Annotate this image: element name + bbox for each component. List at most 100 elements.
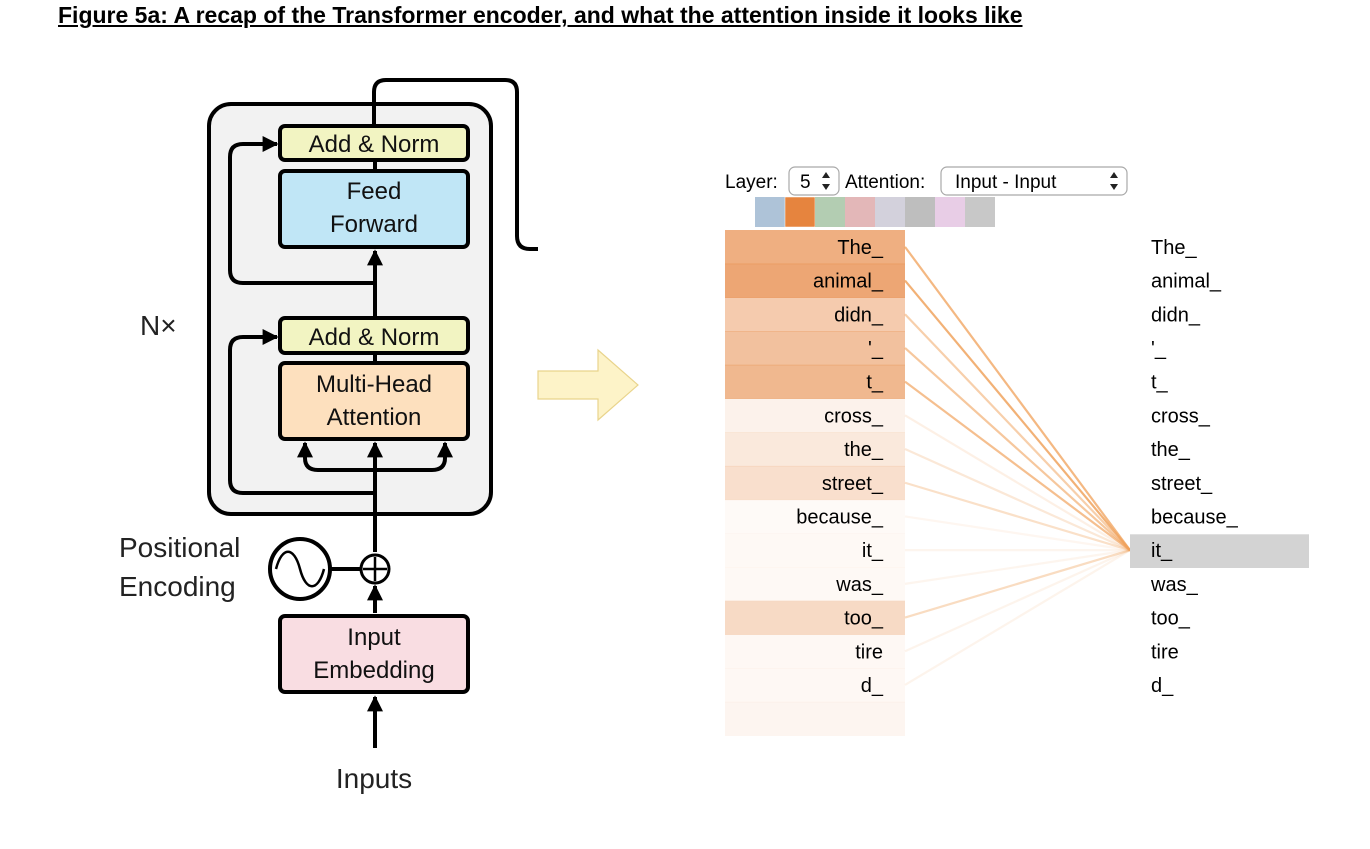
sine-wave-icon (268, 537, 332, 601)
left-token[interactable]: The_ (837, 237, 883, 259)
attention-head-swatch-1[interactable] (755, 197, 785, 227)
left-token[interactable]: didn_ (834, 304, 884, 326)
attention-type-select[interactable]: Input - Input (940, 166, 1128, 196)
residual-attention (228, 329, 375, 495)
input-embedding-box (278, 614, 470, 694)
attention-head-swatch-6[interactable] (905, 197, 935, 227)
token-weight-cell (725, 533, 905, 568)
attention-edge (904, 380, 1131, 552)
feed-forward-box (278, 169, 470, 249)
left-token[interactable]: was_ (835, 574, 884, 596)
layer-select-value: 5 (800, 172, 811, 193)
positional-encoding-label-line2: Encoding (119, 571, 236, 602)
attention-edge (904, 279, 1131, 551)
token-weight-cell (725, 297, 905, 332)
figure-title: Figure 5a: A recap of the Transformer en… (58, 2, 1023, 28)
token-weight-cell (725, 398, 905, 433)
left-token[interactable]: animal_ (813, 271, 884, 293)
multi-head-attention-box (278, 361, 470, 441)
left-token[interactable]: tire (855, 641, 883, 663)
attention-head-swatch-5[interactable] (875, 197, 905, 227)
left-token[interactable]: d_ (861, 675, 884, 697)
nx-label: N× (140, 310, 177, 341)
attention-head-swatch-8[interactable] (965, 197, 995, 227)
attention-head-swatch-4[interactable] (845, 197, 875, 227)
attention-fan-right (375, 441, 453, 472)
attention-edge (904, 246, 1131, 551)
left-token-column: The_ animal_ didn_ '_ t_ cross_ the_ street_bec… (796, 237, 884, 697)
attention-type-select-value: Input - Input (955, 172, 1057, 193)
selected-token-highlight (1130, 534, 1309, 568)
right-token[interactable]: animal_ (1151, 271, 1222, 293)
layer-label: Layer: (725, 172, 778, 193)
layer-select[interactable]: 5 (788, 166, 840, 196)
left-token[interactable]: '_ (868, 338, 884, 360)
attention-type-select-spinner-icon (1110, 172, 1118, 190)
attention-head-swatch-7[interactable] (935, 197, 965, 227)
right-token[interactable]: it_ (1151, 540, 1173, 562)
token-weight-cell (725, 668, 905, 703)
feed-forward-label-line2: Forward (330, 211, 418, 238)
left-token[interactable]: too_ (844, 608, 884, 630)
right-token[interactable]: tire (1151, 641, 1179, 663)
add-norm-bottom-box (278, 316, 470, 355)
right-token[interactable]: t_ (1151, 372, 1169, 394)
multi-head-attention-label-line2: Attention (327, 404, 422, 431)
transition-arrow-icon (537, 348, 639, 422)
attention-edge (904, 549, 1131, 653)
transformer-encoder-diagram: Add & Norm Feed Forward Add & Norm Multi… (119, 78, 538, 794)
left-token-weight-column (725, 230, 905, 736)
attention-edge (904, 481, 1131, 552)
attention-head-swatch-3[interactable] (815, 197, 845, 227)
multi-head-attention-label-line1: Multi-Head (316, 371, 432, 398)
right-token[interactable]: because_ (1151, 506, 1239, 528)
right-token[interactable]: didn_ (1151, 304, 1201, 326)
token-weight-cell (725, 567, 905, 602)
left-token[interactable]: t_ (866, 372, 884, 394)
left-token[interactable]: it_ (862, 540, 884, 562)
attention-head-swatches (755, 196, 995, 228)
inputs-label: Inputs (336, 763, 412, 794)
right-token[interactable]: '_ (1151, 338, 1167, 360)
token-weight-cell (725, 331, 905, 366)
token-weight-cell (725, 432, 905, 467)
attention-fan-left (297, 441, 375, 472)
right-token-column: The_ animal_ didn_ '_ t_ cross_ the_ street_bec… (1130, 237, 1309, 697)
attention-label: Attention: (845, 172, 925, 193)
token-weight-cell (725, 465, 905, 501)
token-weight-cell (725, 499, 905, 534)
right-token[interactable]: cross_ (1151, 405, 1211, 427)
attention-head-swatch-2[interactable] (784, 196, 816, 228)
attention-edge (904, 313, 1131, 551)
attention-visualization: Layer: 5 Attention: Input - Input The_an… (725, 166, 1309, 736)
attention-edge (904, 549, 1131, 619)
residual-feed-forward (228, 136, 375, 285)
attention-edge (904, 448, 1131, 552)
attention-edge (904, 515, 1131, 552)
right-token[interactable]: too_ (1151, 608, 1191, 630)
input-embedding-label-line1: Input (347, 624, 401, 651)
right-token[interactable]: street_ (1151, 473, 1213, 495)
attention-edge (904, 347, 1131, 551)
attention-edge (904, 414, 1131, 552)
right-token[interactable]: d_ (1151, 675, 1174, 697)
token-weight-cell (725, 263, 905, 298)
encoder-output-line (372, 78, 538, 251)
token-weight-cell (725, 600, 905, 635)
layer-select-spinner-icon (822, 172, 830, 190)
left-token[interactable]: cross_ (824, 405, 884, 427)
left-token[interactable]: street_ (822, 473, 884, 495)
left-token[interactable]: the_ (844, 439, 884, 461)
left-token[interactable]: because_ (796, 506, 884, 528)
feed-forward-label-line1: Feed (347, 178, 402, 205)
input-embedding-label-line2: Embedding (313, 657, 434, 684)
right-token[interactable]: the_ (1151, 439, 1191, 461)
encoder-block-background (207, 102, 493, 516)
add-norm-top-label: Add & Norm (309, 131, 440, 158)
attention-edge (904, 549, 1131, 585)
add-norm-top-box (278, 124, 470, 162)
token-weight-cell (725, 364, 905, 399)
right-token[interactable]: The_ (1151, 237, 1197, 259)
right-token[interactable]: was_ (1150, 574, 1199, 596)
